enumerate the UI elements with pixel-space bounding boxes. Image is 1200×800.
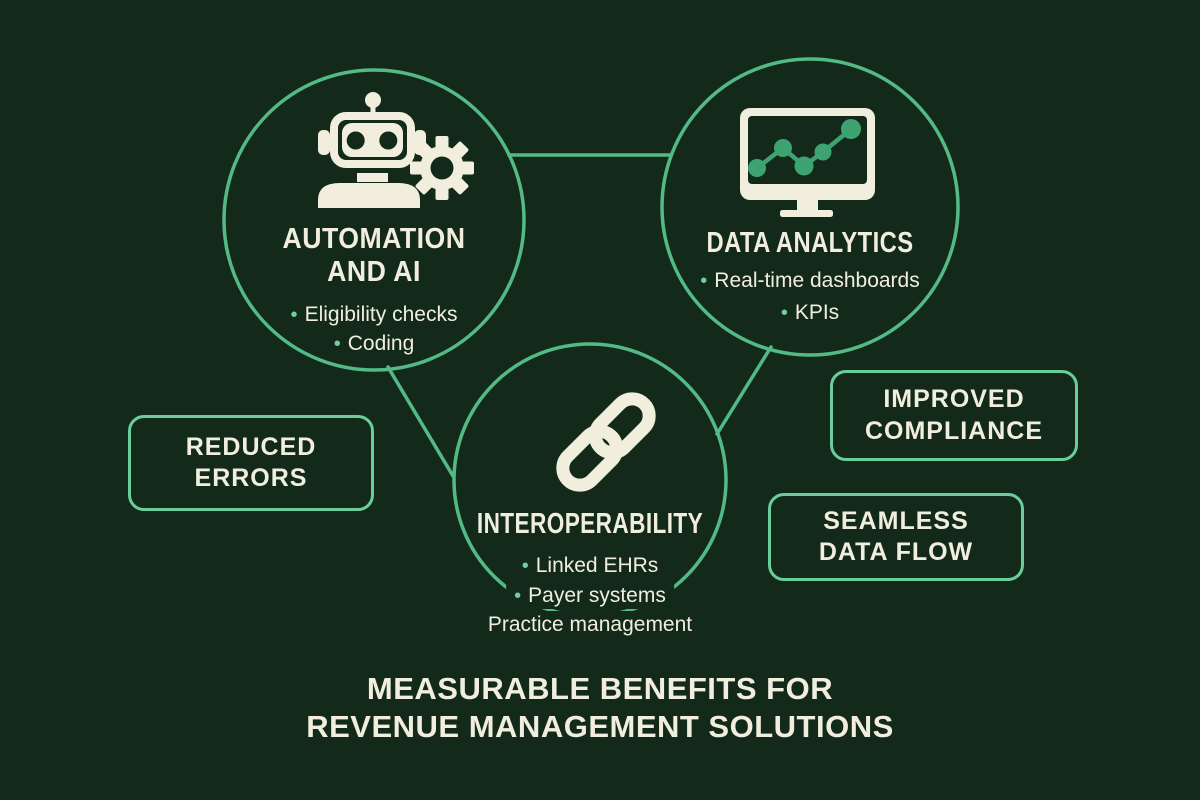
automation-bullet-1: • Eligibility checks xyxy=(282,301,466,329)
bullet-text: Real-time dashboards xyxy=(714,269,920,292)
bullet-dot-icon: • xyxy=(700,270,708,292)
badge-line: COMPLIANCE xyxy=(864,416,1044,445)
badge-line: ERRORS xyxy=(194,464,308,492)
monitor-chart-icon xyxy=(740,108,875,217)
bullet-text: Payer systems xyxy=(528,584,666,607)
connector-analytics-interoperability xyxy=(715,345,773,436)
robot-with-gear-icon xyxy=(318,92,474,208)
analytics-bullet-1: • Real-time dashboards xyxy=(692,267,928,295)
bullet-dot-icon: • xyxy=(521,555,529,577)
bullet-dot-icon: • xyxy=(514,585,522,607)
interoperability-bullet-2: • Payer systems xyxy=(506,582,674,610)
badge-improved-compliance: IMPROVED COMPLIANCE xyxy=(830,370,1078,461)
line-chart-icon xyxy=(748,119,861,177)
badge-line: IMPROVED xyxy=(883,385,1025,414)
footer-title-line1: MEASURABLE BENEFITS FOR xyxy=(366,671,834,706)
automation-bullet-2: • Coding xyxy=(325,330,423,358)
analytics-title: DATA ANALYTICS xyxy=(701,227,919,261)
badge-line: REDUCED xyxy=(185,432,317,461)
bullet-dot-icon: • xyxy=(780,302,788,324)
analytics-bullet-2: • KPIs xyxy=(772,299,848,327)
bullet-text: Coding xyxy=(347,332,415,355)
badge-line: SEAMLESS xyxy=(823,506,969,535)
analytics-circle-outline xyxy=(660,57,960,357)
automation-title-line2: AND AI xyxy=(327,256,421,289)
automation-title-line1: AUTOMATION xyxy=(282,223,466,255)
bullet-dot-icon: • xyxy=(290,304,298,326)
interoperability-bullet-3: Practice management xyxy=(479,611,701,639)
bullet-dot-icon: • xyxy=(333,333,341,355)
badge-reduced-errors: REDUCED ERRORS xyxy=(128,415,374,511)
bullet-text: Eligibility checks xyxy=(304,303,458,326)
bullet-text: KPIs xyxy=(794,301,840,324)
chain-link-icon xyxy=(556,392,656,492)
footer-title-line2: REVENUE MANAGEMENT SOLUTIONS xyxy=(306,708,894,744)
interoperability-title: INTEROPERABILITY xyxy=(472,508,708,542)
bullet-text: Linked EHRs xyxy=(535,554,659,577)
interoperability-bullet-1: • Linked EHRs xyxy=(513,552,667,580)
connector-automation-interoperability xyxy=(386,365,455,478)
footer-title: MEASURABLE BENEFITS FOR REVENUE MANAGEME… xyxy=(0,670,1200,746)
automation-circle-outline xyxy=(222,68,526,372)
bullet-text: Practice management xyxy=(487,613,693,636)
badge-line: DATA FLOW xyxy=(818,538,974,566)
robot-icon xyxy=(318,92,426,208)
automation-title: AUTOMATION AND AI xyxy=(277,223,471,290)
badge-seamless-data-flow: SEAMLESS DATA FLOW xyxy=(768,493,1024,581)
gear-icon xyxy=(410,136,474,200)
